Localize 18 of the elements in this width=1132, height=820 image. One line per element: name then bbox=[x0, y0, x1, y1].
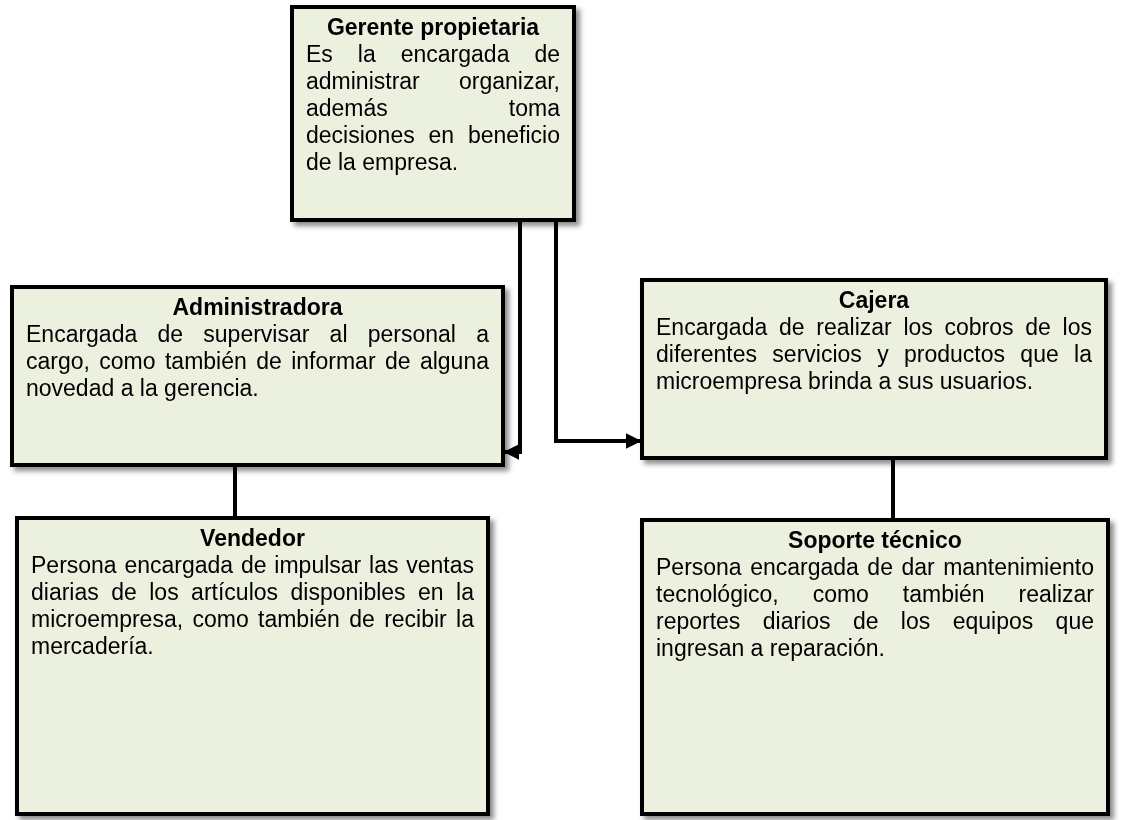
role-title: Cajera bbox=[837, 286, 911, 314]
role-description: Persona encargada de impulsar las ventas diarias de los artículos disponibles en la microempresa, como también de recibir la mercadería. bbox=[31, 552, 474, 660]
connector-line bbox=[891, 460, 895, 518]
role-description: Es la encargada de administrar organizar, además toma decisiones en beneficio de la empresa. bbox=[306, 41, 560, 176]
role-box bbox=[290, 5, 576, 222]
role-description: Encargada de supervisar al personal a cargo, como también de informar de alguna novedad a la gerencia. bbox=[26, 321, 489, 402]
role-description: Persona encargada de dar mantenimiento tecnológico, como también realizar reportes diarios de los equipos que ingresan a reparación. bbox=[656, 554, 1094, 662]
role-title: Soporte técnico bbox=[787, 526, 963, 554]
role-box bbox=[15, 516, 490, 816]
role-title: Gerente propietaria bbox=[325, 13, 541, 41]
role-title: Administradora bbox=[171, 293, 344, 321]
role-box bbox=[10, 285, 505, 467]
role-box bbox=[640, 518, 1110, 816]
role-box bbox=[640, 278, 1108, 460]
connector-line bbox=[554, 222, 642, 449]
role-title: Vendedor bbox=[199, 524, 306, 552]
connector-line bbox=[233, 467, 237, 516]
role-description: Encargada de realizar los cobros de los diferentes servicios y productos que la microempresa brinda a sus usuarios. bbox=[656, 314, 1092, 395]
